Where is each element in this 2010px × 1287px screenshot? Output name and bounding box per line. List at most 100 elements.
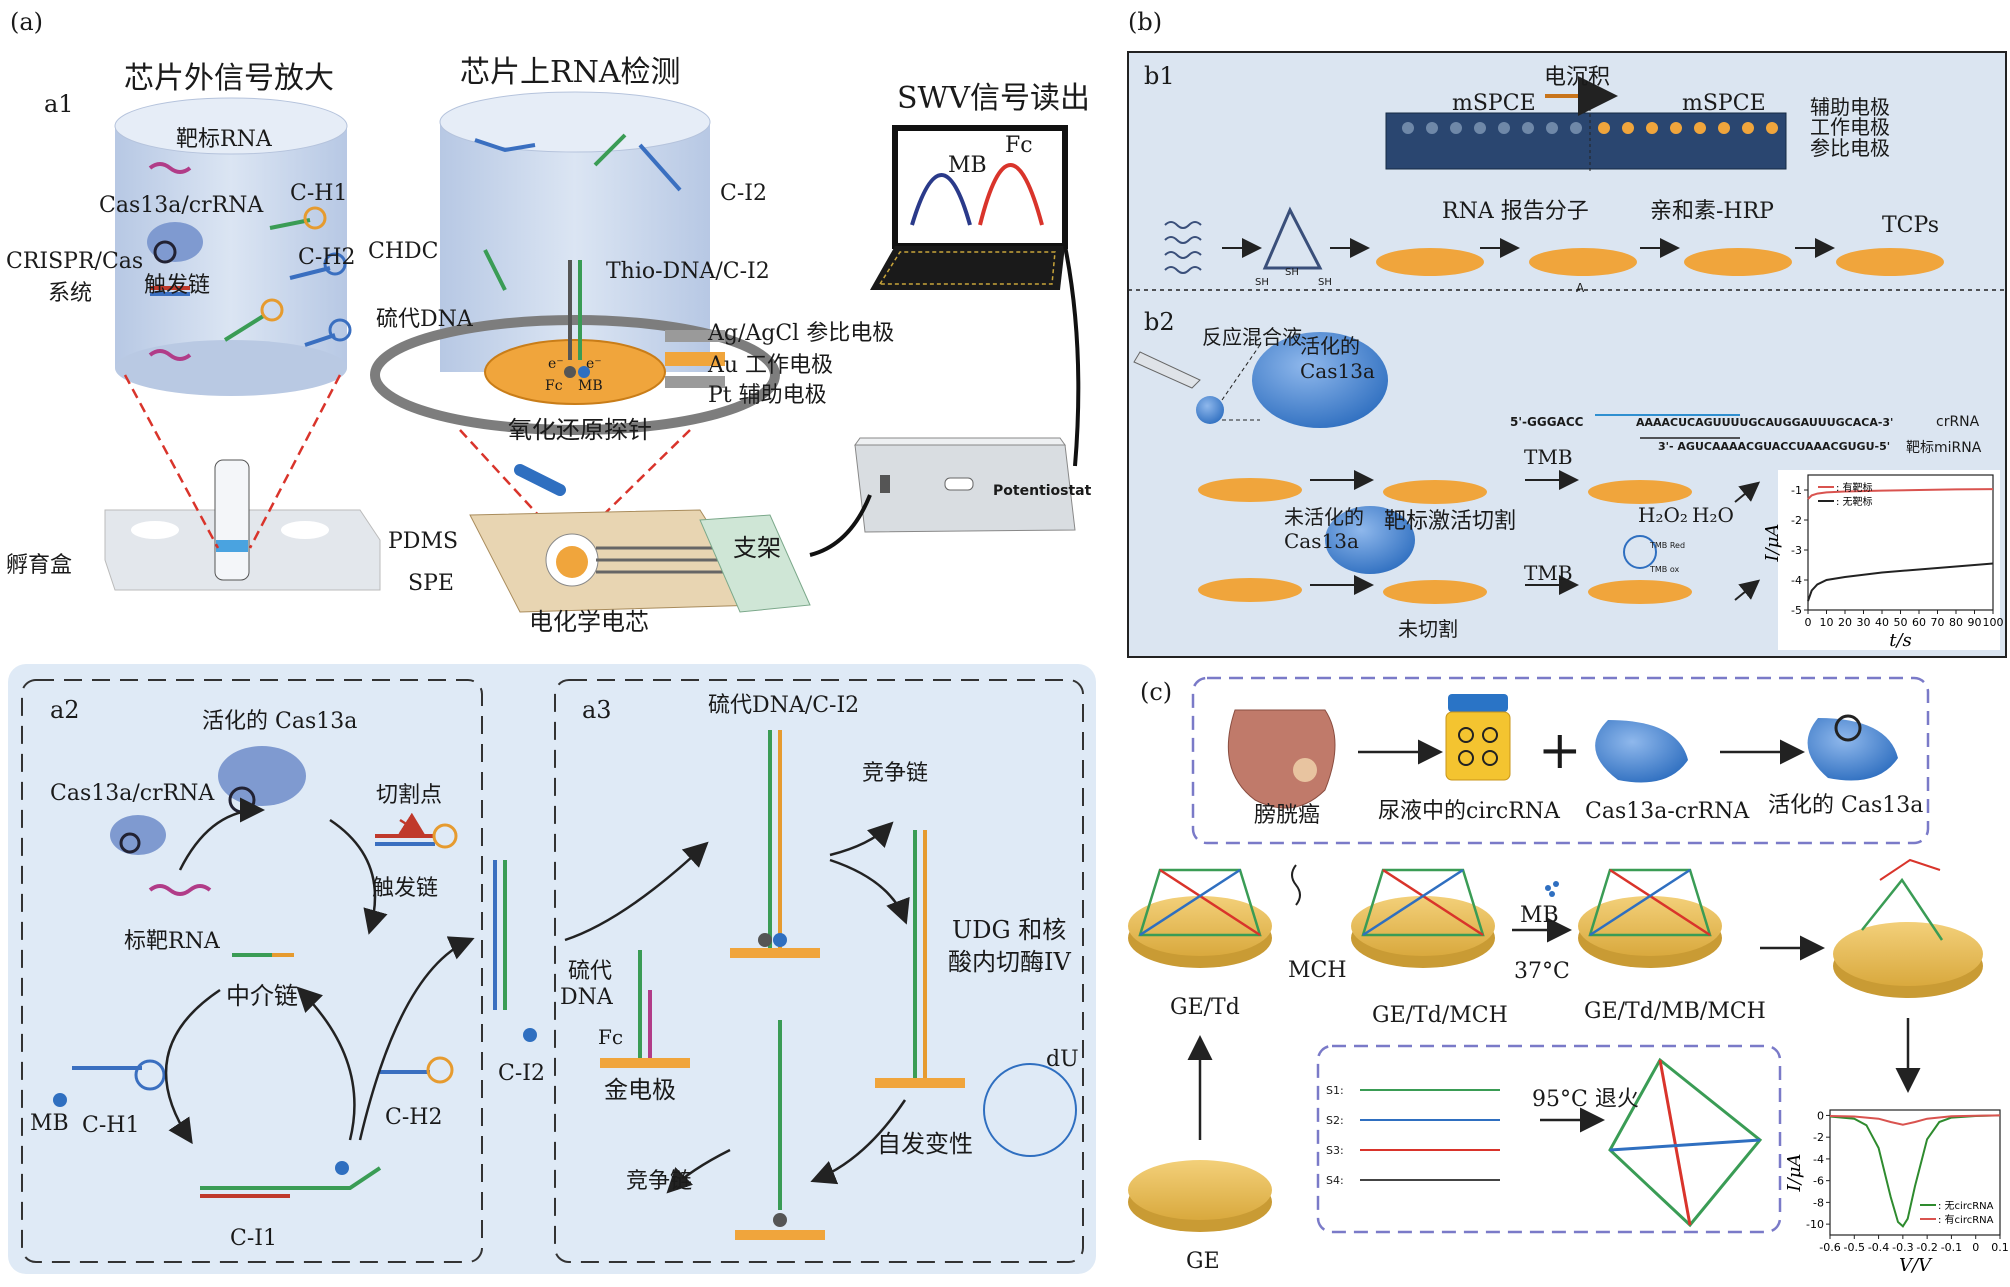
ag-agcl-label: Ag/AgCl 参比电极: [707, 321, 894, 346]
s3-label: S3:: [1326, 1144, 1344, 1157]
panel-b-label: (b): [1128, 8, 1162, 36]
reporter-label: RNA 报告分子: [1442, 199, 1589, 224]
redox-probe-label: 氧化还原探针: [508, 416, 652, 444]
ch1-label: C-H1: [290, 181, 347, 206]
hairpin-top-label: A: [1576, 281, 1585, 295]
ci2-label-a1: C-I2: [720, 181, 767, 206]
sh-label-3: SH: [1318, 277, 1332, 288]
mspce-right-label: mSPCE: [1682, 91, 1766, 116]
b2-chart-y-tick-label: -1: [1791, 484, 1802, 497]
c-chart-x-tick-label: 0.1: [1991, 1241, 2009, 1254]
trigger-label: 触发链: [144, 273, 210, 298]
competitor-top-label: 竞争链: [862, 761, 928, 786]
tcps-label: TCPs: [1882, 213, 1939, 238]
mirna-label: 靶标miRNA: [1906, 440, 1982, 456]
ref-electrode-label: 参比电极: [1810, 136, 1890, 160]
inactive-label: 未活化的: [1284, 505, 1364, 529]
a2-ch1-label: C-H1: [82, 1113, 139, 1138]
b2-chart-x-tick-label: 0: [1805, 616, 1812, 629]
panel-a-label: (a): [10, 8, 43, 36]
avidin-label: 亲和素-HRP: [1650, 199, 1774, 224]
a2-a3-background: [8, 664, 1096, 1274]
b2-chart-y-tick-label: -5: [1791, 604, 1802, 617]
plus-sign: +: [1538, 721, 1582, 781]
c-chart-x-tick-label: -0.4: [1868, 1241, 1889, 1254]
tmb-ox-label: TMB ox: [1649, 565, 1679, 574]
c-chart-x-axis-label: V/V: [1899, 1255, 1933, 1276]
a2-activated-label: 活化的 Cas13a: [202, 709, 357, 734]
du-label: dU: [1046, 1047, 1079, 1072]
b2-chart-x-tick-label: 80: [1949, 616, 1963, 629]
thio-dna-ci2-label: Thio-DNA/C-I2: [606, 259, 770, 284]
b2-chart-legend-label-2: : 无靶标: [1836, 495, 1873, 508]
c-activated-label: 活化的 Cas13a: [1768, 793, 1923, 818]
b2-chart-x-tick-label: 40: [1875, 616, 1889, 629]
b2-chart-y-tick-label: -4: [1791, 574, 1802, 587]
b2-chart-x-tick-label: 90: [1968, 616, 1982, 629]
a2-frame: [21, 679, 483, 1263]
c-chart-y-tick-label: -8: [1813, 1196, 1824, 1209]
b2-chart-plot-area: [1807, 474, 1994, 611]
a2-cas13a-crrna-label: Cas13a/crRNA: [50, 781, 215, 806]
b2-chart-x-tick-label: 50: [1894, 616, 1908, 629]
mch-label: MCH: [1288, 958, 1347, 983]
crispr-label-2: 系统: [48, 281, 92, 306]
spe-label: SPE: [408, 571, 454, 596]
c-chart-y-tick-label: -10: [1806, 1218, 1824, 1231]
annealing-frame: [1316, 1044, 1782, 1234]
a3-diagram: [493, 730, 1077, 1240]
work-electrode-label: 工作电极: [1810, 115, 1890, 139]
gold-electrode-label: 金电极: [604, 1076, 676, 1104]
panel-c-label: (c): [1140, 678, 1172, 706]
b2-chart-x-tick-label: 10: [1820, 616, 1834, 629]
c-chart-x-tick-label: -0.3: [1892, 1241, 1913, 1254]
a2-target-rna-label: 标靶RNA: [124, 929, 221, 954]
ge-td-label: GE/Td: [1170, 995, 1240, 1020]
target-rna-label: 靶标RNA: [176, 127, 273, 152]
urine-label: 尿液中的circRNA: [1378, 799, 1561, 824]
udg-label: UDG 和核: [952, 916, 1066, 944]
endo-label: 酸内切酶IV: [948, 948, 1071, 976]
e-label-2: e⁻: [586, 356, 602, 372]
ge-td-mch-label: GE/Td/MCH: [1372, 1003, 1508, 1028]
a2-trigger-label: 触发链: [372, 876, 438, 901]
b2-chart-series-2-line: [1807, 562, 1994, 602]
laptop-mb-label: MB: [948, 153, 987, 178]
b2-chart-legend-label-1: : 有靶标: [1836, 481, 1873, 494]
b2-chart-x-tick-label: 30: [1857, 616, 1871, 629]
a2-label: a2: [50, 696, 80, 724]
pdms-label: PDMS: [388, 529, 458, 554]
target-cut-label: 靶标激活切割: [1384, 509, 1516, 534]
on-chip-title: 芯片上RNA检测: [460, 55, 681, 90]
holder-label: 支架: [733, 534, 781, 562]
a2-mb-label: MB: [30, 1111, 69, 1136]
b2-chart-y-axis-label: I/μA: [1762, 524, 1783, 563]
mb-label-c: MB: [1520, 903, 1559, 928]
b2-chart-series-1-line: [1807, 488, 1994, 500]
b2-activated-label: 活化的: [1300, 334, 1360, 358]
thio-ci2-label: 硫代DNA/C-I2: [708, 693, 859, 718]
panel-c-top: [1227, 694, 1898, 809]
pt-label: Pt 辅助电极: [708, 383, 827, 408]
incubator-label: 孵育盒: [6, 553, 72, 578]
s2-label: S2:: [1326, 1114, 1344, 1127]
panel-c-electrodes: [1128, 858, 1983, 1232]
s1-label: S1:: [1326, 1084, 1344, 1097]
c-chart-x-tick-label: -0.1: [1941, 1241, 1962, 1254]
b2-chart-y-tick-label: -2: [1791, 514, 1802, 527]
ci1-label: C-I1: [230, 1226, 277, 1251]
sh-label-2: SH: [1285, 267, 1299, 278]
h2o-label: H₂O: [1692, 503, 1734, 527]
echip-label: 电化学电芯: [529, 608, 649, 636]
a2-ch2-label: C-H2: [385, 1105, 442, 1130]
c-chart-x-tick-label: 0: [1972, 1241, 1979, 1254]
b2-chart-x-axis-label: t/s: [1889, 630, 1912, 651]
crispr-label-1: CRISPR/Cas: [6, 249, 143, 274]
laptop-fc-label: Fc: [1005, 133, 1033, 158]
ch2-label: C-H2: [298, 245, 355, 270]
annealing-diagram: [1360, 1057, 1763, 1228]
s4-label: S4:: [1326, 1174, 1344, 1187]
seq-top-label: AAAACUCAGUUUUGCAUGGAUUUGCACA-3': [1636, 416, 1893, 429]
b2-cas13a-2-label: Cas13a: [1284, 529, 1359, 553]
